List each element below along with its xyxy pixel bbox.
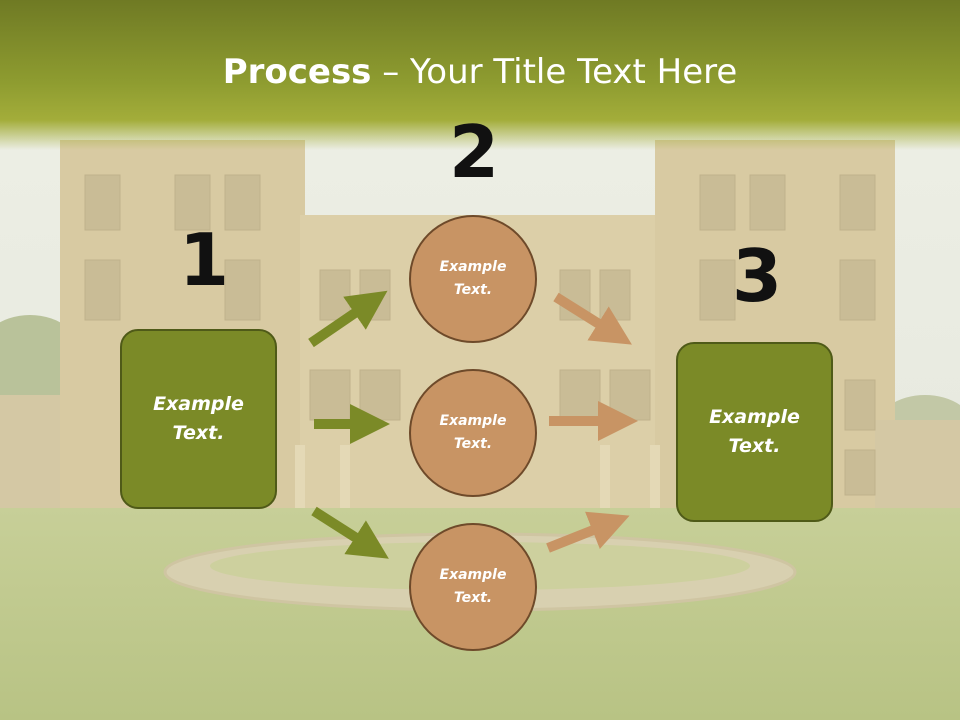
right-box-line2: Text. [728,435,781,457]
step-number-2: 2 [449,110,500,194]
circle-top-line2: Text. [453,282,493,298]
step-number-1: 1 [179,218,230,302]
orange-arrow-down [553,292,632,345]
left-box-text: Example Text. [153,390,244,448]
circle-bottom: Example Text. [409,523,537,651]
green-arrow-up [308,290,388,348]
right-box-line1: Example [709,406,800,428]
circle-bottom-text: Example Text. [440,564,507,610]
circle-bottom-line2: Text. [453,590,493,606]
slide-title: Process – Your Title Text Here [0,52,960,92]
circle-top-text: Example Text. [440,256,507,302]
circle-middle-line1: Example [439,413,507,429]
title-rest: – Your Title Text Here [371,52,738,92]
right-box-text: Example Text. [709,403,800,461]
left-box-line1: Example [153,393,244,415]
circle-middle: Example Text. [409,369,537,497]
circle-top-line1: Example [439,259,507,275]
circle-middle-line2: Text. [453,436,493,452]
left-box-line2: Text. [172,422,225,444]
step-number-3: 3 [732,234,783,318]
title-band [0,0,960,150]
left-box: Example Text. [120,329,277,509]
circle-middle-text: Example Text. [440,410,507,456]
green-arrow-down [311,506,389,559]
orange-arrow-up [546,511,630,553]
title-bold: Process [222,52,372,92]
circle-bottom-line1: Example [439,567,507,583]
right-box: Example Text. [676,342,833,522]
circle-top: Example Text. [409,215,537,343]
